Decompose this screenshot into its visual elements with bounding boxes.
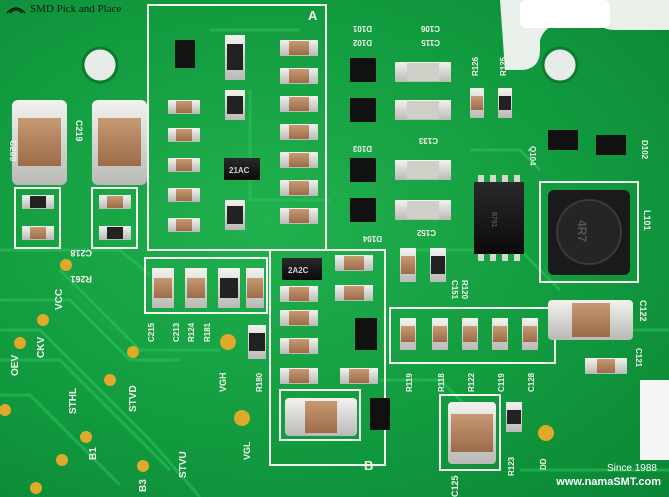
- label-c115: C115: [421, 38, 440, 47]
- capacitors-c1xx: [395, 62, 451, 220]
- label-r126: R126: [471, 56, 480, 76]
- label-vgh: VGH: [218, 372, 228, 392]
- label-dd: DD: [539, 458, 548, 470]
- label-c119: C119: [497, 373, 506, 392]
- ic-soic8: [474, 175, 524, 261]
- label-d102-top: D102: [352, 38, 372, 47]
- label-r261: R261: [70, 274, 92, 284]
- mounting-hole-left: [81, 46, 119, 84]
- label-vgl: VGL: [242, 441, 252, 460]
- transistor-q104: [548, 130, 578, 150]
- capacitor-c219: [92, 100, 147, 185]
- marking-21ac: 21AC: [229, 166, 250, 175]
- capacitor-c122: [548, 300, 633, 340]
- label-c218: C218: [70, 248, 92, 258]
- capacitor-c125: [448, 402, 496, 464]
- label-b3: B3: [138, 479, 149, 492]
- label-c121: C121: [634, 348, 643, 368]
- label-ckv: CKV: [36, 337, 47, 358]
- label-d104: D104: [362, 234, 382, 243]
- label-r181: R181: [203, 322, 212, 342]
- chip-2a2c: [282, 258, 322, 280]
- watermark-url: www.namaSMT.com: [556, 476, 661, 488]
- label-q104: Q104: [528, 146, 537, 166]
- inductor-l101: [548, 190, 630, 275]
- label-stvu: STVU: [178, 451, 189, 478]
- resistor-r123: [506, 402, 522, 432]
- label-c152: C152: [416, 228, 436, 237]
- label-b: B: [364, 458, 373, 473]
- component-column-b: [280, 255, 390, 430]
- board-edge-white: [520, 0, 610, 28]
- label-c151: C151: [450, 280, 459, 300]
- label-c122: C122: [638, 300, 648, 322]
- small-components-left: [22, 195, 131, 240]
- label-r122: R122: [467, 372, 476, 392]
- label-r124: R124: [187, 322, 196, 342]
- capacitor-c121: [585, 358, 627, 374]
- diodes-d10x: [350, 58, 376, 222]
- label-d102: D102: [640, 140, 649, 160]
- resistor-row-r119: [400, 318, 538, 350]
- watermark-since: Since 1988: [606, 463, 657, 474]
- marking-soic: 8791: [490, 212, 497, 228]
- label-r123: R123: [507, 456, 516, 476]
- label-c209: C209: [8, 140, 18, 162]
- label-r120: R120: [460, 280, 469, 300]
- capacitor-c209: [12, 100, 67, 185]
- label-c133: C133: [418, 136, 438, 145]
- label-oev: OEV: [10, 355, 21, 376]
- test-pads: [0, 259, 554, 494]
- label-b1: B1: [88, 447, 99, 460]
- label-c213: C213: [172, 322, 181, 342]
- chip-21ac: [224, 158, 260, 180]
- label-vcc: VCC: [54, 289, 65, 310]
- wifi-logo-icon: [6, 7, 26, 14]
- label-l101: L101: [642, 210, 652, 231]
- component-column-a: [168, 35, 245, 232]
- label-r118: R118: [437, 373, 446, 392]
- label-r125: R125: [499, 56, 508, 76]
- board-edge-right: [640, 380, 669, 460]
- label-d101: D101: [352, 24, 372, 33]
- mounting-hole-right: [541, 46, 579, 84]
- label-d103: D103: [352, 144, 372, 153]
- diode-d102: [596, 135, 626, 155]
- label-c219: C219: [74, 120, 84, 142]
- label-c128: C128: [527, 372, 536, 392]
- watermark-brand: SMD Pick and Place: [30, 3, 122, 15]
- marking-4r7: 4R7: [575, 220, 589, 242]
- label-a: A: [308, 8, 318, 23]
- label-sthl: STHL: [68, 388, 79, 414]
- label-c106: C106: [420, 24, 440, 33]
- label-c215: C215: [147, 322, 156, 342]
- label-stvd: STVD: [128, 385, 139, 412]
- component-grid-c215: [152, 268, 266, 359]
- marking-2a2c: 2A2C: [288, 266, 309, 275]
- capacitor-large-b: [285, 398, 357, 436]
- label-c125: C125: [450, 475, 460, 497]
- label-r180: R180: [255, 372, 264, 392]
- watermark-logo: SMD Pick and Place: [6, 3, 121, 15]
- resistors-r125-r126: [470, 88, 512, 118]
- resistors-c151-r120: [400, 248, 446, 282]
- component-column-a-right: [280, 40, 318, 224]
- label-r119: R119: [405, 373, 414, 392]
